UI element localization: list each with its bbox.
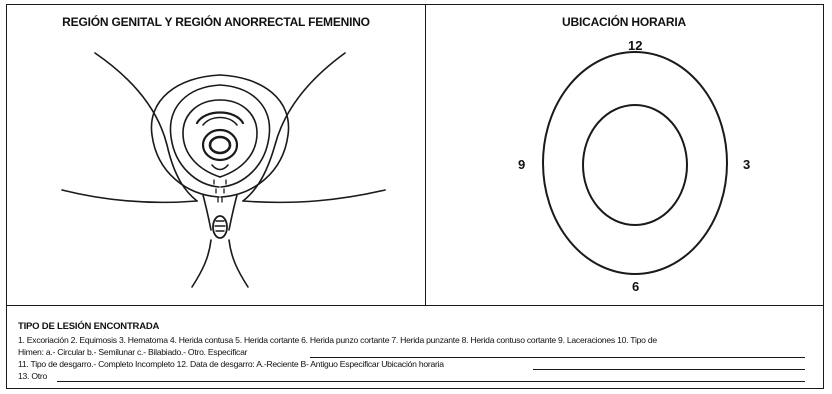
- genital-region-panel: REGIÓN GENITAL Y REGIÓN ANORRECTAL FEMEN…: [7, 5, 426, 305]
- clock-label-12: 12: [628, 38, 643, 53]
- lesion-options-line-4: 13. Otro: [18, 371, 48, 381]
- lesion-options-line-1: 1. Excoriación 2. Equimosis 3. Hematoma …: [18, 335, 657, 345]
- clock-location-title: UBICACIÓN HORARIA: [562, 15, 686, 29]
- examination-form: REGIÓN GENITAL Y REGIÓN ANORRECTAL FEMEN…: [6, 4, 824, 389]
- hymen-specify-field[interactable]: [310, 357, 805, 358]
- tear-location-field[interactable]: [533, 369, 805, 370]
- lesion-options-line-2: Himen: a.- Circular b.- Semilunar c.- Bi…: [18, 347, 248, 357]
- clock-label-6: 6: [632, 279, 640, 294]
- clock-label-9: 9: [518, 157, 526, 172]
- lesion-section-title: TIPO DE LESIÓN ENCONTRADA: [18, 321, 160, 332]
- outer-ring: [542, 51, 728, 275]
- clock-ring-diagram: [542, 51, 728, 275]
- genital-region-title: REGIÓN GENITAL Y REGIÓN ANORRECTAL FEMEN…: [62, 15, 370, 29]
- genital-anorectal-diagram: [61, 52, 386, 288]
- inner-ring: [582, 104, 688, 226]
- diagram-row: REGIÓN GENITAL Y REGIÓN ANORRECTAL FEMEN…: [7, 5, 823, 306]
- lesion-options-line-3: 11. Tipo de desgarro.- Completo Incomple…: [18, 359, 444, 369]
- other-specify-field[interactable]: [57, 381, 805, 382]
- clock-location-panel: UBICACIÓN HORARIA 12 9 3 6: [426, 5, 822, 305]
- clock-label-3: 3: [743, 157, 751, 172]
- lesion-type-section: TIPO DE LESIÓN ENCONTRADA 1. Excoriación…: [7, 307, 823, 389]
